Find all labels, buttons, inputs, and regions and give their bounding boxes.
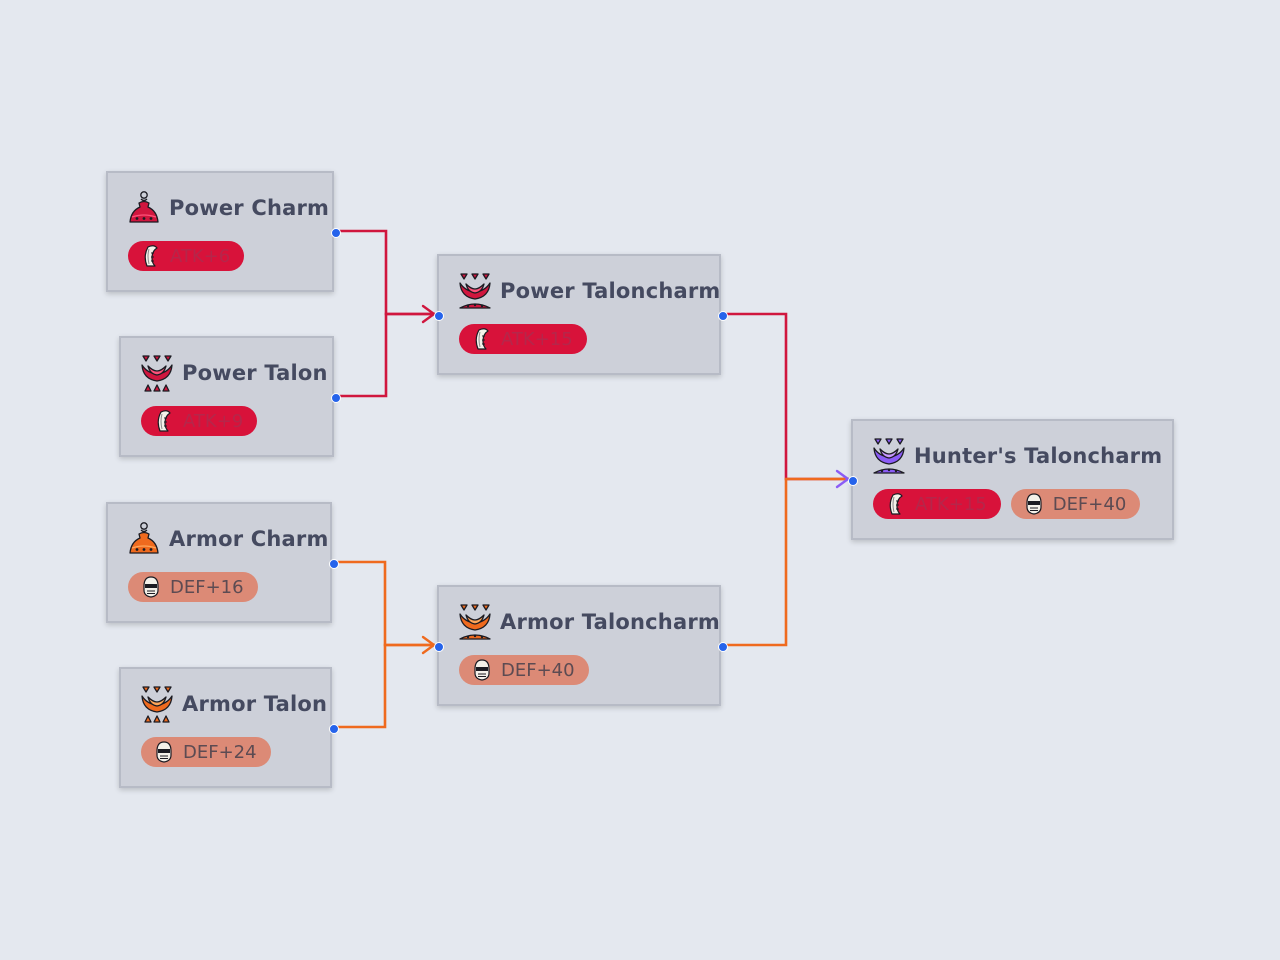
arrowhead-hunters_taloncharm: [835, 469, 850, 489]
def-stat-badge: DEF+24: [141, 737, 271, 767]
node-title: Hunter's Taloncharm: [914, 444, 1163, 468]
power-talon-icon: [139, 354, 175, 392]
output-port[interactable]: [330, 392, 341, 403]
def-stat-badge: DEF+40: [459, 655, 589, 685]
def-stat-badge: DEF+16: [128, 572, 258, 602]
node-title: Armor Talon: [182, 692, 328, 716]
node-title: Power Charm: [169, 196, 330, 220]
stat-label: ATK+15: [501, 328, 573, 350]
stat-label: DEF+16: [170, 576, 244, 598]
helmet-icon: [1023, 492, 1045, 516]
input-port[interactable]: [433, 641, 444, 652]
output-port[interactable]: [330, 227, 341, 238]
power-charm-icon: [126, 189, 162, 227]
node-title: Power Talon: [182, 361, 328, 385]
stat-label: DEF+40: [501, 659, 575, 681]
wire-armor_taloncharm-to-hunters_taloncharm: [721, 477, 849, 647]
node-title: Power Taloncharm: [500, 279, 721, 303]
node-armor-talon[interactable]: Armor Talon DEF+24: [119, 667, 339, 788]
node-hunters-taloncharm[interactable]: Hunter's Taloncharm ATK+15 DEF+40: [847, 419, 1174, 540]
def-stat-badge: DEF+40: [1010, 489, 1141, 519]
helmet-icon: [140, 575, 162, 599]
output-port[interactable]: [328, 723, 339, 734]
wire-power_charm-to-power_taloncharm: [334, 229, 435, 316]
claw-icon: [471, 327, 493, 351]
node-armor-taloncharm[interactable]: Armor Taloncharm DEF+40: [433, 585, 728, 706]
arrowhead-power_taloncharm: [421, 304, 436, 324]
claw-icon: [140, 244, 162, 268]
node-title: Armor Charm: [169, 527, 329, 551]
helmet-icon: [153, 740, 175, 764]
helmet-icon: [471, 658, 493, 682]
armor-talon-icon: [139, 685, 175, 723]
wire-armor_charm-to-armor_taloncharm: [332, 560, 435, 647]
claw-icon: [885, 492, 907, 516]
output-port[interactable]: [717, 641, 728, 652]
hunters-taloncharm-icon: [871, 437, 907, 475]
node-title: Armor Taloncharm: [500, 610, 720, 634]
node-power-taloncharm[interactable]: Power Taloncharm ATK+15: [433, 254, 728, 375]
node-power-talon[interactable]: Power Talon ATK+9: [119, 336, 341, 457]
stat-label: DEF+24: [183, 741, 257, 763]
claw-icon: [153, 409, 175, 433]
stat-label: DEF+40: [1052, 493, 1127, 515]
stat-label: ATK+6: [170, 245, 231, 267]
output-port[interactable]: [717, 310, 728, 321]
stat-label: ATK+9: [183, 410, 244, 432]
armor-charm-icon: [126, 520, 162, 558]
atk-stat-badge: ATK+6: [128, 241, 245, 271]
power-taloncharm-icon: [457, 272, 493, 310]
atk-stat-badge: ATK+15: [873, 489, 1001, 519]
stat-label: ATK+15: [915, 493, 987, 515]
atk-stat-badge: ATK+9: [141, 406, 258, 436]
armor-taloncharm-icon: [457, 603, 493, 641]
node-power-charm[interactable]: Power Charm ATK+6: [106, 171, 341, 292]
wire-power_talon-to-power_taloncharm: [334, 312, 435, 398]
output-port[interactable]: [328, 558, 339, 569]
atk-stat-badge: ATK+15: [459, 324, 587, 354]
arrowhead-armor_taloncharm: [421, 635, 436, 655]
wire-armor_talon-to-armor_taloncharm: [332, 643, 435, 729]
input-port[interactable]: [433, 310, 444, 321]
node-armor-charm[interactable]: Armor Charm DEF+16: [106, 502, 339, 623]
wire-power_taloncharm-to-hunters_taloncharm: [721, 312, 849, 481]
input-port[interactable]: [847, 475, 858, 486]
